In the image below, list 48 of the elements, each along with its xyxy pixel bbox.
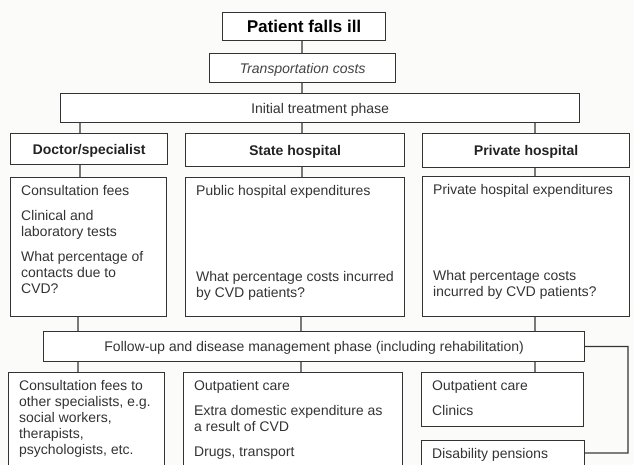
connector-line [77,362,79,372]
cost-box [10,177,167,317]
box-text: Transportation costs [240,58,366,78]
connector-line [534,362,536,372]
cost-box [421,372,584,427]
connector-line [300,317,302,331]
header-box [185,133,405,167]
connector-line [301,167,303,177]
box-text: Clinical and laboratory tests [21,207,118,239]
connector-line [585,346,629,454]
connector-line [79,165,81,177]
box-text: What percentage costs incurred by CVD patients? [196,268,394,300]
connector-line [301,123,303,133]
box-text: Consultation fees to other specialists, e.g. social workers, therapists, psychologists, etc. [19,377,152,457]
box-text: What percentage costs incurred by CVD patients? [433,267,598,299]
connector-line [77,317,79,331]
header-box [422,133,630,168]
cost-box [43,331,585,362]
box-text: What percentage of contacts due to CVD? [21,248,144,296]
box-text: Initial treatment phase [251,98,389,118]
box-text: Clinics [432,402,474,418]
connector-line [301,41,303,53]
cost-box [60,93,580,123]
connector-line [534,123,536,133]
box-text: Doctor/specialist [32,140,146,159]
box-text: Disability pensions [432,445,548,461]
box-text: Extra domestic expenditure as a result of CVD [194,402,384,434]
box-text: Drugs, transport [194,443,294,459]
box-text: Public hospital expenditures [196,182,370,198]
cost-box [185,177,405,317]
connector-line [300,362,302,372]
cost-box [422,176,630,317]
box-text: Outpatient care [432,377,528,393]
box-text: Outpatient care [194,377,290,393]
connector-line [301,83,303,93]
cost-box [209,53,396,83]
header-box [222,12,386,41]
box-text: Private hospital expenditures [433,181,613,197]
cost-box [8,372,165,465]
header-box [10,133,168,165]
box-text: Patient falls ill [246,16,362,38]
connector-line [79,123,81,133]
cost-box [183,372,403,465]
box-text: Consultation fees [21,182,130,198]
connector-line [534,317,536,331]
box-text: State hospital [249,140,341,160]
box-text: Private hospital [474,141,578,160]
box-text: Follow-up and disease management phase (including rehabilitation) [104,337,524,356]
